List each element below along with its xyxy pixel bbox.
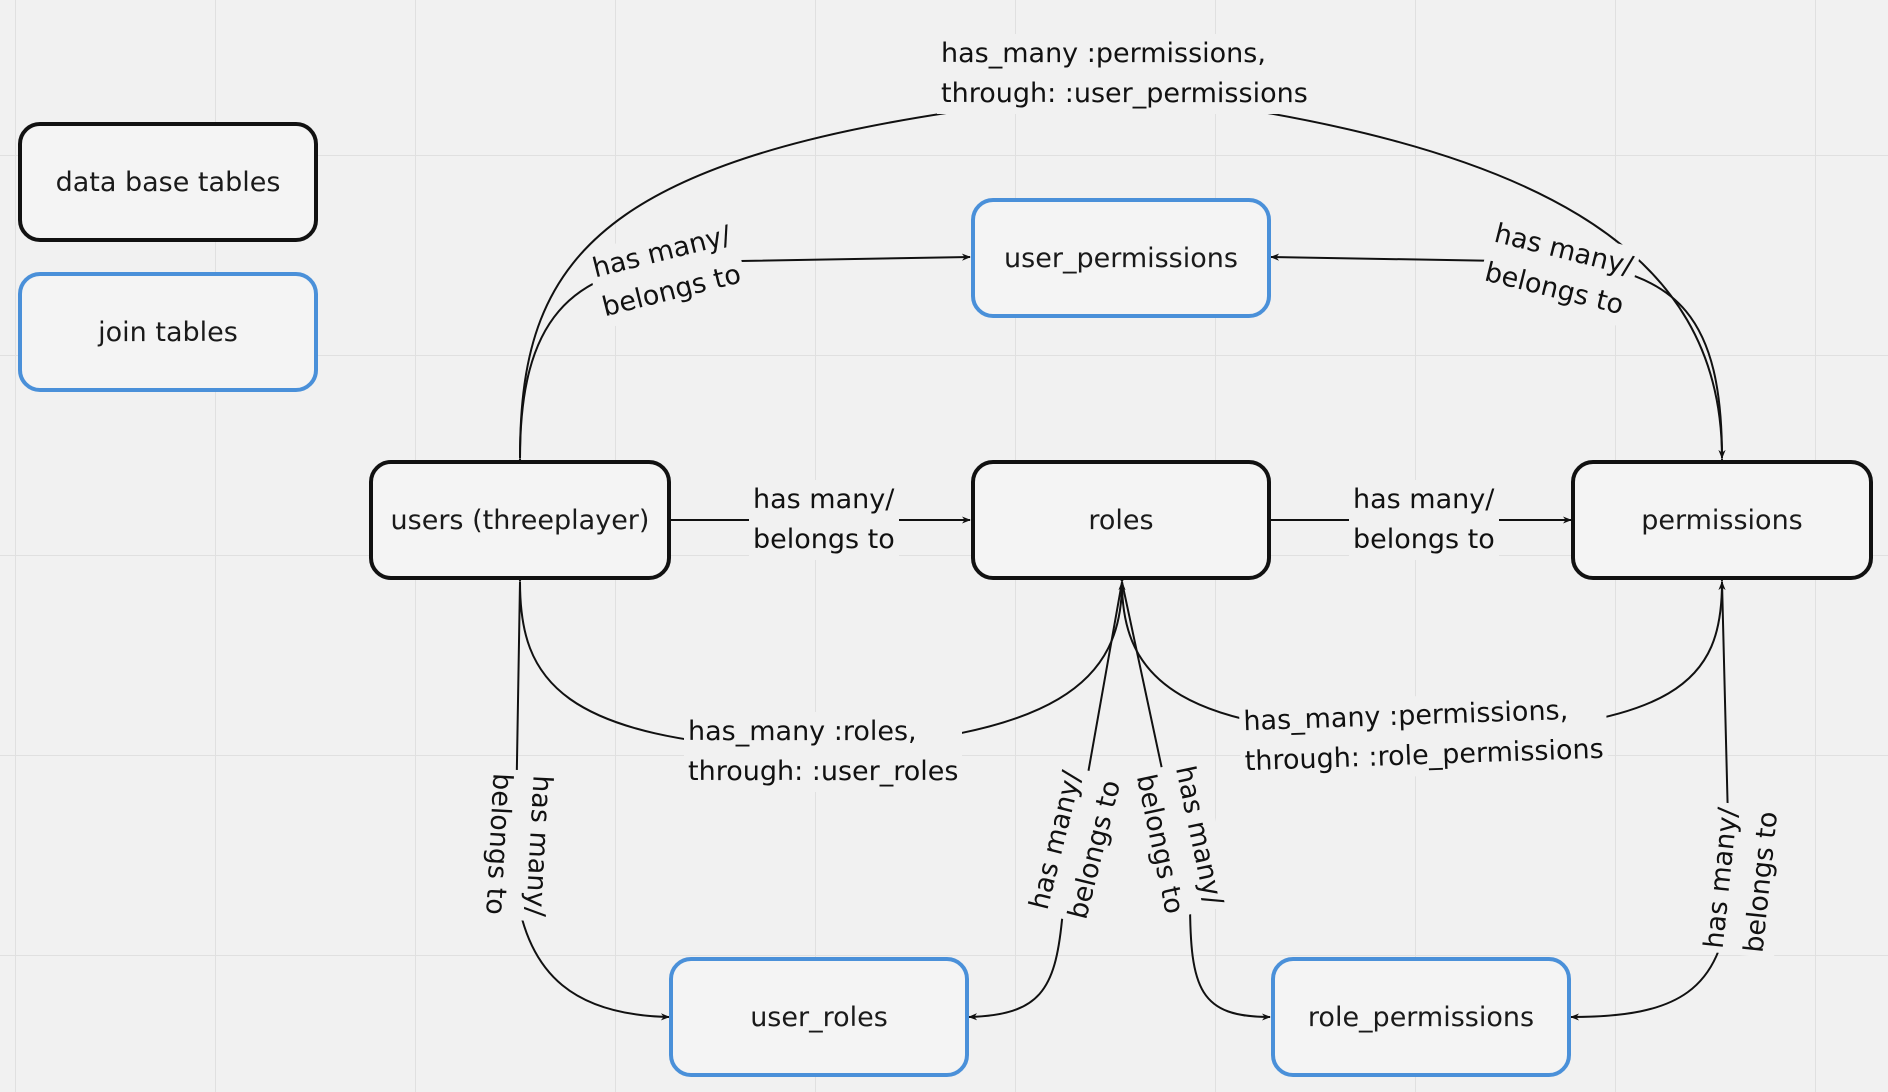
edge-permissions-role-permissions — [1570, 573, 1732, 1021]
label-line: through: :user_roles — [688, 756, 959, 787]
legend-join-tables[interactable]: join tables — [18, 272, 318, 392]
label-line: belongs to — [1353, 524, 1495, 555]
node-user-roles[interactable]: user_roles — [669, 957, 969, 1077]
legend-data-base-tables-label: data base tables — [55, 166, 281, 198]
node-users-label: users (threeplayer) — [390, 504, 650, 536]
edge-roles-role-permissions — [1116, 573, 1271, 1021]
legend-join-tables-label: join tables — [98, 316, 238, 348]
label-line: has many/ — [753, 484, 895, 515]
node-permissions[interactable]: permissions — [1571, 460, 1873, 580]
label-roles-permissions-through: has_many :permissions, through: :role_pe… — [1238, 689, 1609, 783]
node-user-permissions-label: user_permissions — [1004, 242, 1238, 274]
legend-data-base-tables[interactable]: data base tables — [18, 122, 318, 242]
label-users-user-roles: has many/ belongs to — [474, 768, 562, 922]
node-users[interactable]: users (threeplayer) — [369, 460, 671, 580]
label-line: belongs to — [753, 524, 895, 555]
label-line: has many/ — [519, 774, 558, 918]
node-roles[interactable]: roles — [971, 460, 1271, 580]
edge-roles-user-roles — [968, 573, 1127, 1021]
node-roles-label: roles — [1088, 504, 1154, 536]
label-line: has_many :roles, — [688, 716, 917, 747]
node-user-permissions[interactable]: user_permissions — [971, 198, 1271, 318]
label-users-permissions-through: has_many :permissions, through: :user_pe… — [937, 34, 1312, 114]
label-line: has many/ — [1353, 484, 1495, 515]
label-line: through: :user_permissions — [941, 78, 1308, 109]
node-role-permissions-label: role_permissions — [1307, 1001, 1535, 1033]
node-user-roles-label: user_roles — [750, 1001, 888, 1033]
label-users-roles: has many/ belongs to — [749, 480, 899, 560]
label-roles-permissions: has many/ belongs to — [1349, 480, 1499, 560]
label-users-roles-through: has_many :roles, through: :user_roles — [684, 712, 963, 792]
label-line: belongs to — [479, 772, 518, 916]
node-role-permissions[interactable]: role_permissions — [1271, 957, 1571, 1077]
label-line: has_many :permissions, — [941, 38, 1266, 69]
label-permissions-role-permissions: has many/ belongs to — [1694, 801, 1790, 959]
node-permissions-label: permissions — [1641, 504, 1803, 536]
